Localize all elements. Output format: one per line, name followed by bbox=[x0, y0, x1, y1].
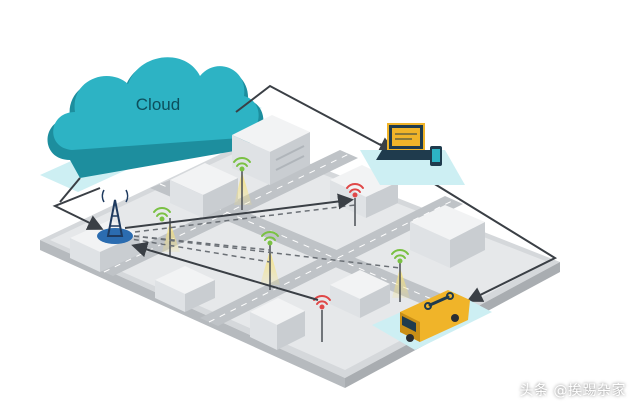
signal-links bbox=[124, 204, 401, 269]
wifi-signals bbox=[153, 157, 409, 310]
data-flow-arrows bbox=[52, 84, 558, 302]
service-van-icon bbox=[400, 290, 470, 342]
building-right bbox=[410, 205, 485, 268]
street-lights bbox=[162, 168, 410, 342]
cloud-label: Cloud bbox=[135, 95, 181, 114]
street-light-icon bbox=[234, 168, 252, 210]
wifi-signal-icon bbox=[153, 207, 171, 222]
wifi-signal-icon bbox=[391, 249, 409, 264]
building-left bbox=[170, 163, 238, 218]
phone-icon bbox=[430, 146, 442, 166]
cloud-shape bbox=[40, 57, 264, 192]
building-bottom-left bbox=[155, 266, 215, 312]
cell-tower-icon bbox=[97, 189, 133, 244]
street-light-icon bbox=[162, 218, 180, 256]
laptop-icon bbox=[376, 123, 438, 160]
building-bottom-center bbox=[250, 298, 305, 350]
wifi-signal-icon bbox=[261, 231, 279, 246]
building-lower-center bbox=[330, 270, 390, 318]
watermark: 头条 @挨踢杂家 bbox=[519, 383, 626, 399]
building-top bbox=[232, 115, 310, 185]
wifi-signal-icon bbox=[233, 157, 251, 172]
wifi-signal-icon bbox=[346, 183, 364, 198]
city-ground bbox=[40, 140, 560, 388]
street-light-icon bbox=[392, 262, 410, 302]
